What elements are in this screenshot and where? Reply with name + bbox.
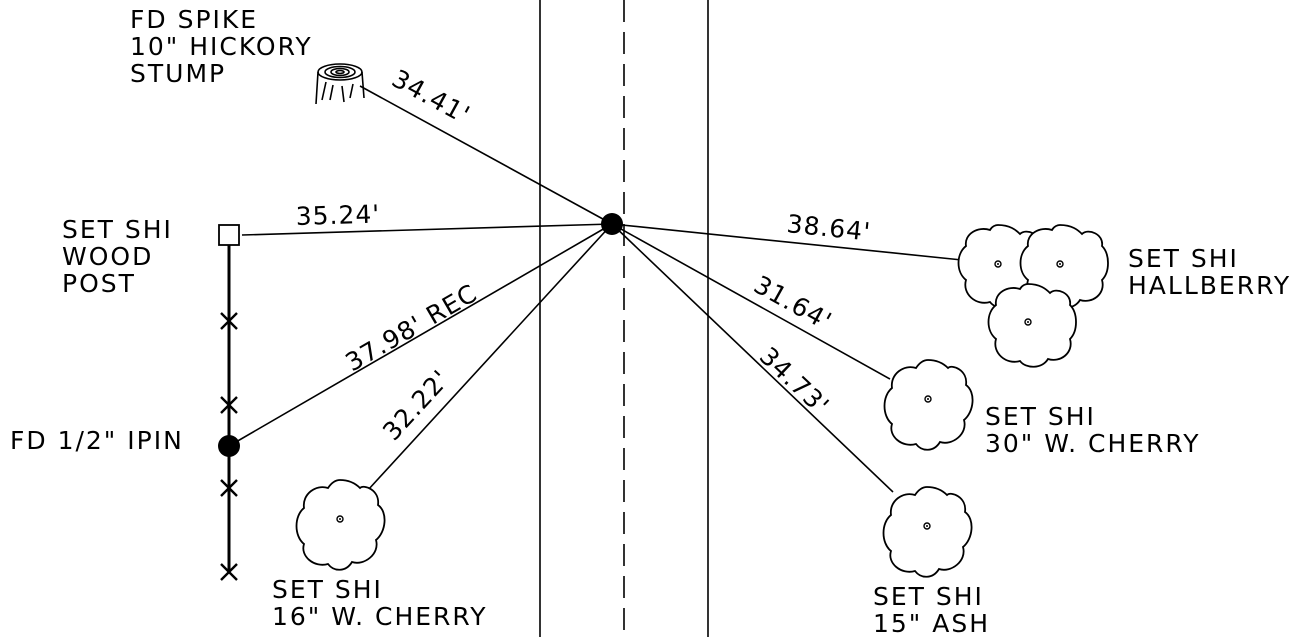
label-post: SET SHI WOOD POST — [62, 215, 173, 298]
wood-post-symbol — [218, 224, 240, 246]
tie-line-cherry30 — [611, 223, 891, 380]
distance-ash: 34.73' — [754, 341, 835, 420]
svg-text:SET SHI: SET SHI — [985, 402, 1096, 431]
tie-line-stump — [359, 85, 613, 225]
tree-ash-icon — [882, 486, 973, 578]
tie-line-ash — [611, 223, 894, 493]
tie-line-cherry16 — [367, 223, 613, 491]
label-cherry30: SET SHI 30" W. CHERRY — [985, 402, 1200, 458]
tie-line-hallberry — [611, 223, 963, 261]
distance-ipin: 37.98' REC — [340, 278, 482, 377]
distance-hallberry: 38.64' — [785, 209, 872, 247]
distance-stump: 34.41' — [387, 64, 475, 130]
svg-text:30" W. CHERRY: 30" W. CHERRY — [985, 429, 1200, 458]
svg-text:FD 1/2" IPIN: FD 1/2" IPIN — [10, 426, 184, 455]
svg-text:SET SHI: SET SHI — [1128, 244, 1239, 273]
label-stump: FD SPIKE 10" HICKORY STUMP — [130, 5, 313, 88]
svg-text:FD SPIKE: FD SPIKE — [130, 5, 258, 34]
fence-x-marks — [220, 312, 238, 581]
distance-cherry30: 31.64' — [749, 270, 837, 336]
svg-text:SET SHI: SET SHI — [62, 215, 173, 244]
svg-text:POST: POST — [62, 269, 136, 298]
label-ash: SET SHI 15" ASH — [873, 582, 990, 637]
svg-text:10" HICKORY: 10" HICKORY — [130, 32, 313, 61]
tie-line-post — [241, 223, 613, 236]
tree-cherry30-icon — [883, 359, 974, 451]
svg-text:HALLBERRY: HALLBERRY — [1128, 271, 1291, 300]
label-cherry16: SET SHI 16" W. CHERRY — [272, 575, 487, 631]
svg-text:SET SHI: SET SHI — [873, 582, 984, 611]
tie-line-ipin — [228, 223, 613, 447]
tree-hallberry-icon — [957, 224, 1109, 368]
center-point-symbol — [601, 213, 623, 235]
distance-cherry16: 32.22' — [377, 364, 455, 446]
svg-text:16" W. CHERRY: 16" W. CHERRY — [272, 602, 487, 631]
svg-text:WOOD: WOOD — [62, 242, 153, 271]
label-hallberry: SET SHI HALLBERRY — [1128, 244, 1291, 300]
iron-pin-symbol — [218, 435, 240, 457]
svg-text:15" ASH: 15" ASH — [873, 609, 990, 637]
distance-post: 35.24' — [295, 200, 380, 231]
label-ipin: FD 1/2" IPIN — [10, 426, 184, 455]
svg-text:STUMP: STUMP — [130, 59, 226, 88]
svg-text:SET SHI: SET SHI — [272, 575, 383, 604]
hickory-stump-icon — [315, 63, 365, 105]
tree-cherry16-icon — [295, 479, 386, 571]
